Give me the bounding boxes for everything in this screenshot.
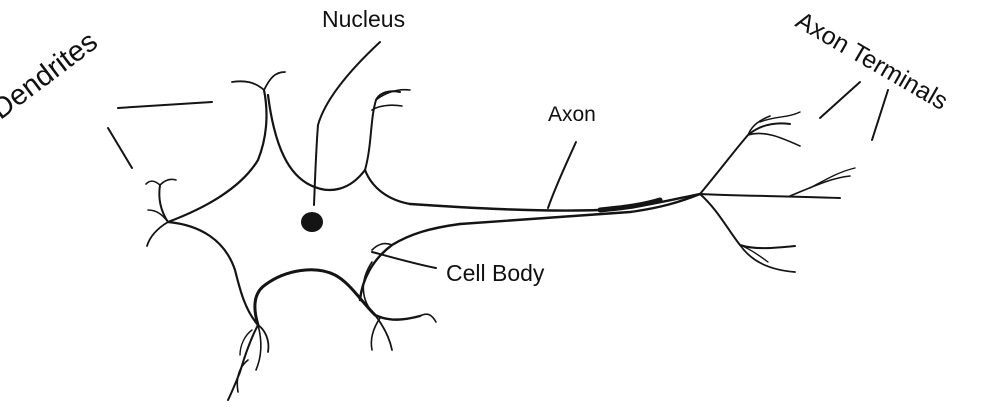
leader-lines: [107, 41, 889, 269]
cell-body-label: Cell Body: [446, 260, 545, 286]
dendrites-leader-line-lower: [107, 127, 133, 169]
axon-leader-line: [547, 141, 577, 209]
nucleus-label: Nucleus: [322, 6, 406, 32]
nucleus-dot: [301, 212, 323, 232]
dendrites-leader-line-upper: [117, 101, 213, 109]
axon-label: Axon: [548, 103, 596, 126]
axon-terminals-leader-line-left: [819, 81, 861, 119]
dendrites-drawing: [145, 71, 286, 401]
nucleus-leader-line: [313, 41, 381, 206]
cell-body-leader-line: [371, 251, 437, 269]
axon-drawing: [408, 192, 702, 226]
cell-body-drawing: [253, 222, 462, 351]
axon-terminals-drawing: [699, 111, 856, 273]
axon-terminals-leader-line-right: [871, 89, 889, 141]
